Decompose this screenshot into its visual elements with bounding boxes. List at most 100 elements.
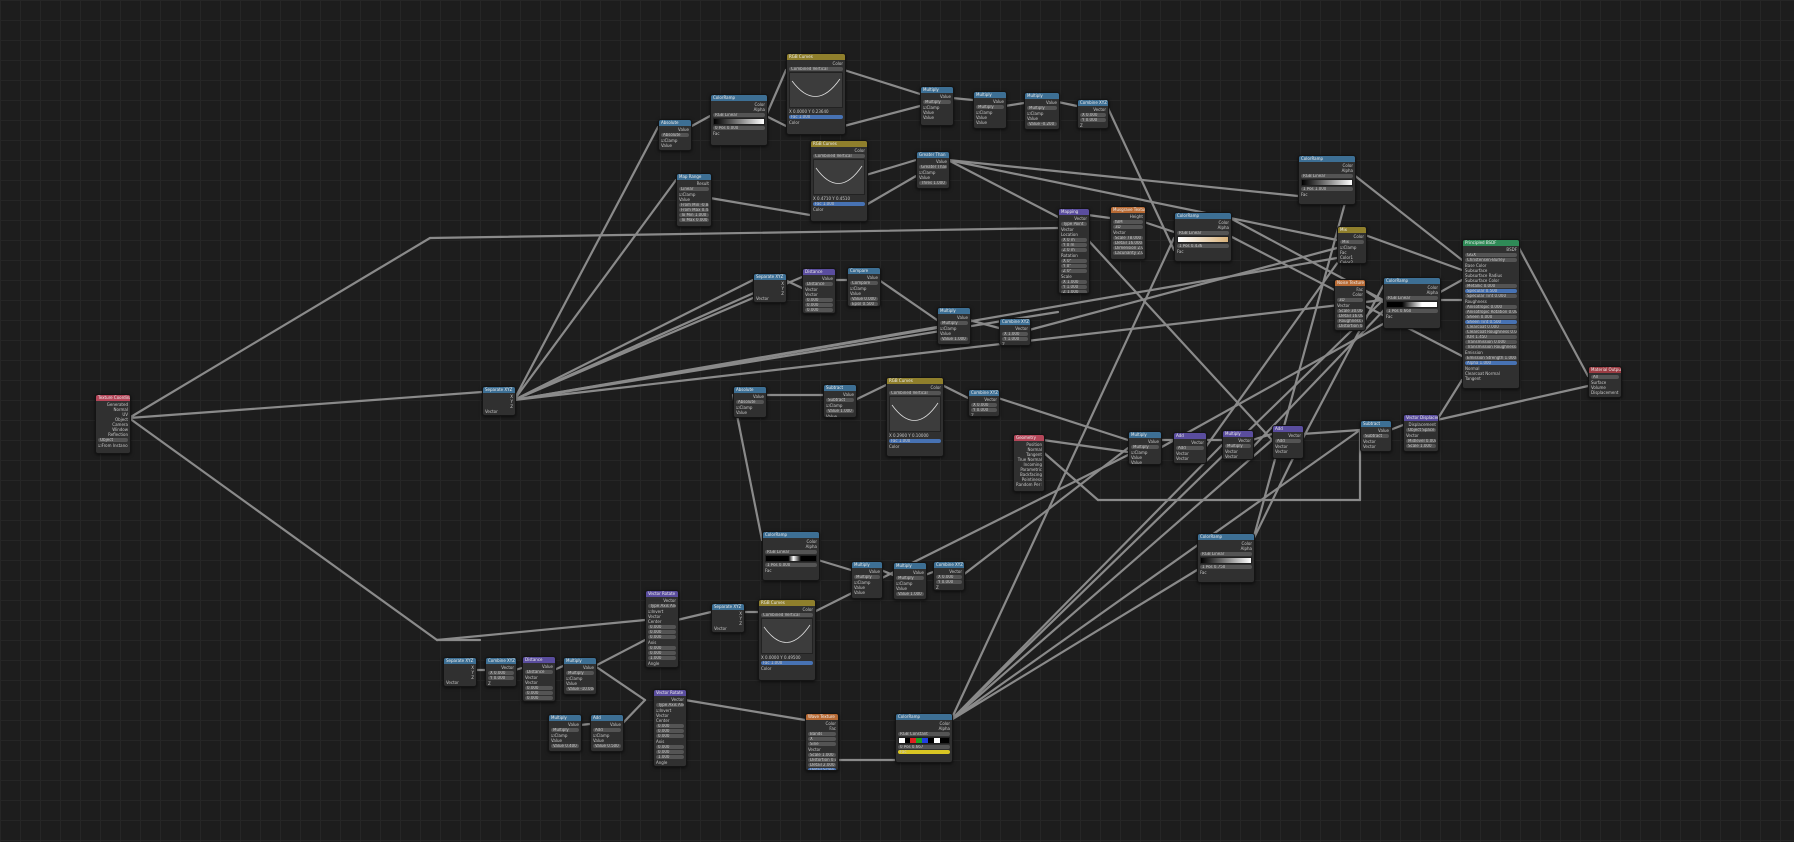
node-field[interactable]: Value 0.000: [850, 297, 878, 301]
node-header[interactable]: Combine XYZ: [969, 390, 999, 396]
node-checkbox[interactable]: Clamp: [923, 105, 951, 110]
node-field[interactable]: Fac: [898, 750, 950, 754]
node-field[interactable]: Combined Vertical: [889, 391, 941, 395]
node-field[interactable]: Multiply: [1131, 445, 1159, 449]
node-checkbox[interactable]: Invert: [656, 708, 684, 713]
node-field[interactable]: Scale 1.000: [1406, 444, 1436, 448]
node-field[interactable]: Multiply: [551, 728, 579, 732]
node-header[interactable]: RGB Curves: [787, 54, 845, 60]
node-field[interactable]: Y 0°: [1061, 264, 1087, 268]
node-field[interactable]: Sheen 0.000: [1465, 315, 1517, 319]
node-math-a[interactable]: AbsoluteValueAbsoluteClampValue: [658, 119, 692, 151]
node-field[interactable]: Z 0 m: [1061, 248, 1087, 252]
node-field[interactable]: Multiply: [940, 321, 968, 325]
node-header[interactable]: Multiply: [549, 715, 581, 721]
node-field[interactable]: Midlevel 0.000: [1406, 439, 1436, 443]
node-field[interactable]: Absolute: [736, 400, 764, 404]
node-field[interactable]: Specular Tint 0.000: [1465, 294, 1517, 298]
node-header[interactable]: Map Range: [677, 174, 711, 180]
node-field[interactable]: Christensen-Burley: [1465, 258, 1517, 262]
node-field[interactable]: 3D: [1113, 225, 1143, 229]
node-field[interactable]: RGB Linear: [1200, 552, 1252, 556]
node-checkbox[interactable]: Clamp: [566, 676, 594, 681]
node-header[interactable]: Separate XYZ: [754, 274, 786, 280]
node-header[interactable]: RGB Curves: [759, 600, 815, 606]
node-field[interactable]: Fac 1.000: [761, 661, 813, 665]
node-absolute-b[interactable]: AbsoluteValueAbsoluteClampValue: [733, 386, 767, 418]
node-field[interactable]: Type Point: [1061, 222, 1087, 226]
node-field[interactable]: Object Space: [1406, 428, 1436, 432]
node-header[interactable]: ColorRamp: [896, 714, 952, 720]
node-field[interactable]: Value 1.000: [940, 337, 968, 341]
node-header[interactable]: RGB Curves: [811, 141, 867, 147]
node-field[interactable]: RGB Linear: [1177, 231, 1229, 235]
node-field[interactable]: X 0.000: [936, 575, 962, 579]
node-mult-d[interactable]: MultiplyValueMultiplyClampValueValue 1.0…: [937, 307, 971, 345]
node-field[interactable]: Absolute: [661, 133, 689, 137]
node-field[interactable]: Detail 16.000: [1337, 314, 1363, 318]
node-field[interactable]: RGB Linear: [713, 113, 765, 117]
node-header[interactable]: Principled BSDF: [1463, 240, 1519, 246]
color-ramp-widget[interactable]: [713, 118, 765, 125]
node-field[interactable]: Multiply: [976, 105, 1004, 109]
node-checkbox[interactable]: Clamp: [854, 580, 880, 585]
node-field[interactable]: Multiply: [854, 575, 880, 579]
node-checkbox[interactable]: Clamp: [593, 733, 621, 738]
node-field[interactable]: Object: [98, 438, 128, 442]
node-header[interactable]: Geometry: [1014, 435, 1044, 441]
node-header[interactable]: ColorRamp: [1175, 213, 1231, 219]
node-checkbox[interactable]: Clamp: [679, 192, 709, 197]
node-header[interactable]: Separate XYZ: [712, 604, 744, 610]
node-field[interactable]: Scale 30.000: [1337, 309, 1363, 313]
node-header[interactable]: Multiply: [1223, 431, 1253, 437]
node-field[interactable]: Scale 78.000: [1113, 236, 1143, 240]
node-mult-h[interactable]: MultiplyValueMultiplyClampValueValue 1.0…: [893, 562, 927, 600]
node-field[interactable]: Y 0 m: [1061, 243, 1087, 247]
node-field[interactable]: Add: [593, 728, 621, 732]
node-field[interactable]: 0.000: [656, 750, 684, 754]
node-checkbox[interactable]: Clamp: [896, 581, 924, 586]
node-field[interactable]: Value 1.000: [826, 409, 854, 413]
node-field[interactable]: Type Axis Angle: [656, 703, 684, 707]
node-subtract-a[interactable]: SubtractValueSubtractClampValue 1.000Val…: [823, 384, 857, 418]
node-field[interactable]: Y 1.000: [1061, 285, 1087, 289]
node-checkbox[interactable]: Clamp: [1131, 450, 1159, 455]
node-header[interactable]: Mix: [1338, 227, 1366, 233]
node-field[interactable]: X 0 m: [1061, 238, 1087, 242]
node-header[interactable]: Multiply: [1025, 93, 1059, 99]
color-ramp-widget[interactable]: [765, 555, 817, 562]
node-field[interactable]: RGB Constant: [898, 732, 950, 736]
node-field[interactable]: Metallic 0.000: [1465, 284, 1517, 288]
node-checkbox[interactable]: From Instancer: [98, 443, 128, 448]
node-checkbox[interactable]: Clamp: [940, 326, 968, 331]
node-field[interactable]: X 1.000: [1061, 280, 1087, 284]
node-field[interactable]: X: [808, 737, 836, 741]
node-field[interactable]: Anisotropic 0.000: [1465, 305, 1517, 309]
node-field[interactable]: Detail Scale 1.000: [808, 768, 836, 770]
node-mult-i[interactable]: MultiplyValueMultiplyClampValueValue -10…: [563, 657, 597, 695]
node-field[interactable]: Clearcoat 0.000: [1465, 325, 1517, 329]
node-field[interactable]: Roughness 0.500: [1337, 319, 1363, 323]
color-ramp-widget[interactable]: [1301, 179, 1353, 186]
node-field[interactable]: 0.000: [656, 724, 684, 728]
node-field[interactable]: Y 0.000: [1080, 118, 1106, 122]
node-mix-a[interactable]: MixColorMixClampFacColor1Color2: [1337, 226, 1367, 264]
node-field[interactable]: Linear: [679, 187, 709, 191]
